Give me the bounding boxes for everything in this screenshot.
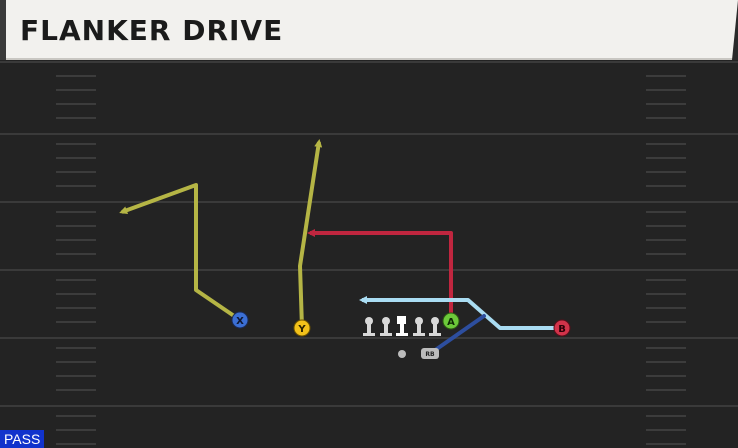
play-field: X Y A B RB	[0, 60, 738, 448]
player-x-label: X	[236, 316, 244, 327]
hash-marks-right	[646, 75, 686, 445]
center-icon	[396, 316, 408, 336]
offensive-line	[363, 316, 441, 336]
player-rb[interactable]: RB	[421, 348, 439, 359]
play-title: FLANKER DRIVE	[20, 14, 284, 47]
player-b-label: B	[558, 324, 566, 335]
route-y	[298, 139, 323, 329]
player-y[interactable]: Y	[293, 319, 311, 337]
player-a-label: A	[447, 317, 455, 328]
route-a	[307, 229, 453, 320]
play-diagram: X Y A B RB	[0, 61, 738, 445]
hash-marks-left	[56, 75, 96, 445]
route-x	[119, 183, 242, 322]
lineman-icon	[413, 317, 425, 336]
play-type-badge: PASS	[0, 430, 45, 448]
lineman-icon	[429, 317, 441, 336]
lineman-icon	[363, 317, 375, 336]
player-y-label: Y	[297, 324, 306, 335]
player-x[interactable]: X	[231, 311, 249, 329]
player-rb-label: RB	[425, 351, 435, 358]
player-b[interactable]: B	[553, 319, 571, 337]
yard-lines	[0, 61, 738, 407]
lineman-icon	[380, 317, 392, 336]
route-b	[359, 296, 562, 330]
player-a[interactable]: A	[442, 312, 460, 330]
header-corner	[732, 0, 738, 60]
route-rb	[429, 314, 486, 355]
quarterback-marker	[398, 350, 406, 358]
play-header: FLANKER DRIVE	[0, 0, 738, 60]
